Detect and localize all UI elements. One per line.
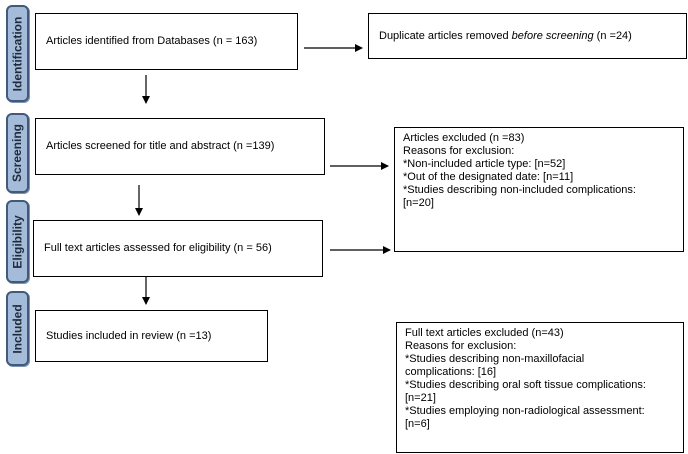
box-articles-excluded-screening: Articles excluded (n =83) Reasons for ex… (394, 127, 684, 252)
box-fulltext-excluded: Full text articles excluded (n=43) Reaso… (396, 322, 684, 453)
excluded-screening-line-0: Articles excluded (n =83) (403, 132, 525, 144)
box-articles-identified: Articles identified from Databases (n = … (35, 13, 298, 70)
excluded-screening-line-5: [n=20] (403, 197, 434, 209)
box-articles-screened: Articles screened for title and abstract… (35, 118, 325, 175)
fulltext-excluded-line-2: *Studies describing non-maxillofacial (405, 353, 585, 365)
excluded-screening-line-2: *Non-included article type: [n=52] (403, 158, 566, 170)
duplicates-prefix: Duplicate articles removed (379, 29, 512, 42)
box-studies-included: Studies included in review (n =13) (35, 310, 268, 362)
fulltext-excluded-line-3: complications: [16] (405, 366, 497, 378)
fulltext-excluded-line-0: Full text articles excluded (n=43) (405, 327, 564, 339)
fulltext-excluded-line-4: *Studies describing oral soft tissue com… (405, 379, 646, 391)
excluded-screening-line-3: *Out of the designated date: [n=11] (403, 171, 574, 183)
articles-identified-text: Articles identified from Databases (n = … (46, 35, 258, 47)
duplicates-emphasis: before screening (511, 29, 594, 42)
studies-included-text: Studies included in review (n =13) (46, 329, 212, 342)
fulltext-excluded-line-5: [n=21] (405, 392, 436, 404)
fulltext-assessed-text: Full text articles assessed for eligibil… (44, 242, 272, 254)
excluded-screening-line-4: *Studies describing non-included complic… (403, 184, 636, 196)
fulltext-excluded-line-7: [n=6] (405, 418, 430, 430)
articles-screened-text: Articles screened for title and abstract… (46, 140, 275, 152)
stage-label-eligibility: Eligibility (6, 200, 29, 283)
duplicates-suffix: (n =24) (593, 29, 632, 42)
stage-label-screening: Screening (6, 113, 29, 193)
excluded-screening-line-1: Reasons for exclusion: (403, 145, 515, 157)
duplicates-removed-text: Duplicate articles removed before screen… (379, 30, 632, 43)
box-duplicates-removed: Duplicate articles removed before screen… (368, 13, 687, 59)
stage-label-identification: Identification (6, 5, 29, 102)
box-fulltext-assessed: Full text articles assessed for eligibil… (33, 220, 323, 277)
fulltext-excluded-line-6: *Studies employing non-radiological asse… (405, 405, 645, 417)
stage-label-included: Included (6, 291, 29, 366)
fulltext-excluded-line-1: Reasons for exclusion: (405, 340, 517, 352)
